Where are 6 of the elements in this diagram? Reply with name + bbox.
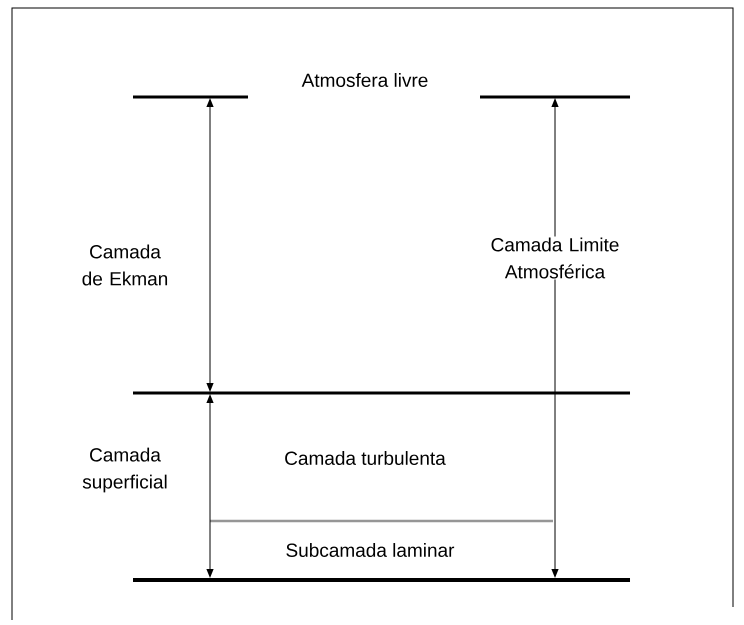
layer-label: Atmosfera livre — [302, 73, 428, 87]
layer-label: Camada turbulenta — [285, 451, 446, 465]
layer-label: Subcamada laminar — [286, 543, 454, 557]
layer-label: Camada superficial — [82, 448, 166, 492]
layer-label: Camada de Ekman — [82, 244, 168, 286]
layer-label: Camada Limite Atmosférica — [484, 236, 626, 280]
